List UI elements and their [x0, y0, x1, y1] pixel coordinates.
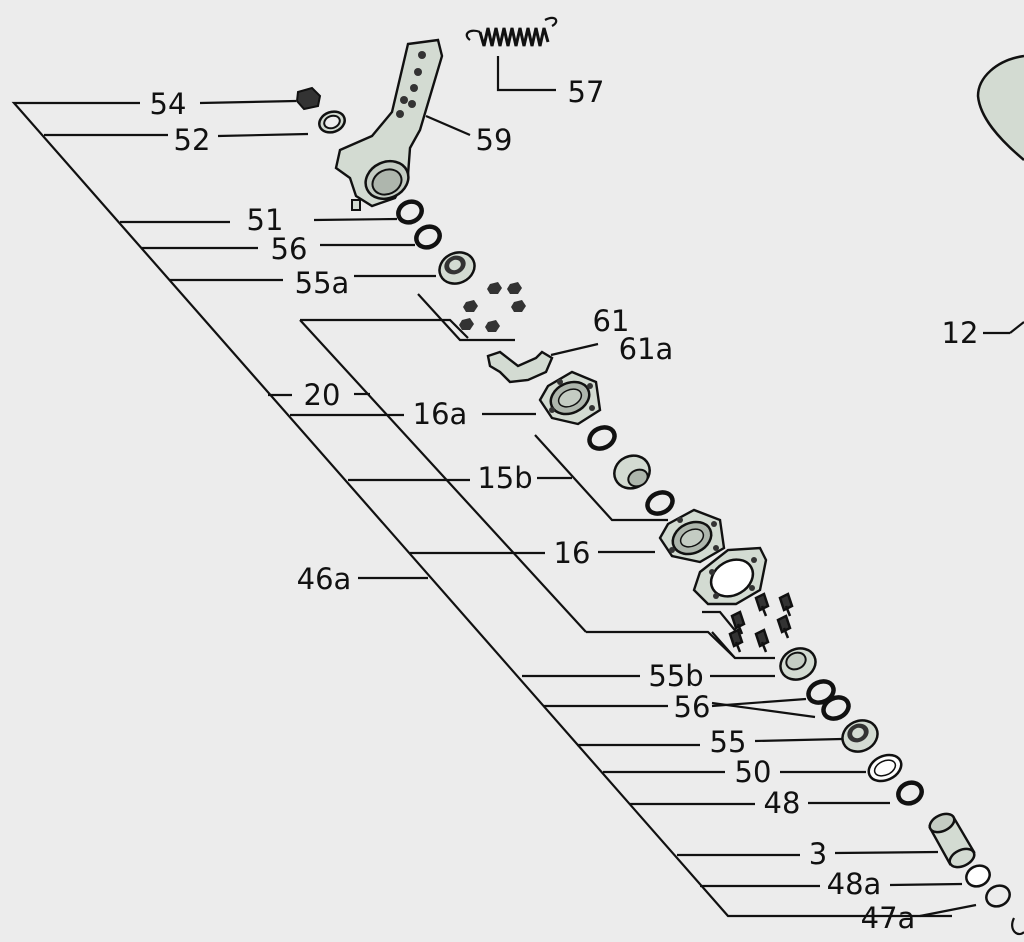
flange-16: [658, 508, 726, 564]
ring-48a: [965, 864, 991, 888]
nut-54: [295, 86, 322, 111]
label-52: 52: [174, 123, 211, 157]
bushing-55: [841, 719, 879, 753]
label-20: 20: [304, 378, 341, 412]
washer-50: [867, 753, 903, 783]
label-56: 56: [271, 232, 308, 266]
bracket-61: [486, 350, 554, 384]
label-16: 16: [554, 536, 591, 570]
leader-frame: [11, 101, 952, 918]
label-55b: 55b: [648, 659, 703, 693]
nuts-group-upper: [459, 282, 526, 332]
label-48a: 48a: [827, 867, 882, 901]
label-3: 3: [809, 837, 827, 871]
label-57: 57: [568, 75, 605, 109]
rings-upper: [396, 199, 442, 250]
label-56-lower: 56: [674, 690, 711, 724]
label-61a: 61a: [619, 332, 674, 366]
label-51: 51: [247, 203, 284, 237]
ring-48: [896, 780, 924, 806]
bushing-55a: [438, 251, 476, 285]
label-47a: 47a: [861, 901, 916, 935]
label-46a: 46a: [297, 562, 352, 596]
flange-16a: [538, 370, 602, 426]
label-59: 59: [476, 123, 513, 157]
label-61: 61: [593, 304, 630, 338]
label-55: 55: [710, 725, 747, 759]
housing-12-partial: [976, 54, 1024, 161]
label-54: 54: [150, 87, 187, 121]
rings-56-lower: [806, 679, 851, 721]
label-55a: 55a: [295, 266, 350, 300]
ring-mid-2: [645, 490, 675, 516]
bushing-55b: [779, 647, 817, 681]
pin-3: [928, 812, 976, 869]
pointer-lines: [199, 56, 1024, 918]
part-labels: 54 52 57 59 51 56 55a 61 61a 12 20 16a 1…: [150, 75, 979, 935]
spring-57: [465, 16, 558, 47]
washer-52: [318, 110, 346, 134]
clip-47a: [985, 884, 1024, 936]
bushing-15b: [613, 454, 651, 490]
slack-adjuster-59: [334, 38, 444, 211]
label-15b: 15b: [477, 461, 532, 495]
bolts-group: [728, 592, 794, 653]
ring-mid-1: [587, 425, 617, 451]
label-48: 48: [764, 786, 801, 820]
plate-gasket: [692, 546, 768, 606]
label-50: 50: [735, 755, 772, 789]
label-16a: 16a: [413, 397, 468, 431]
label-12: 12: [942, 316, 979, 350]
